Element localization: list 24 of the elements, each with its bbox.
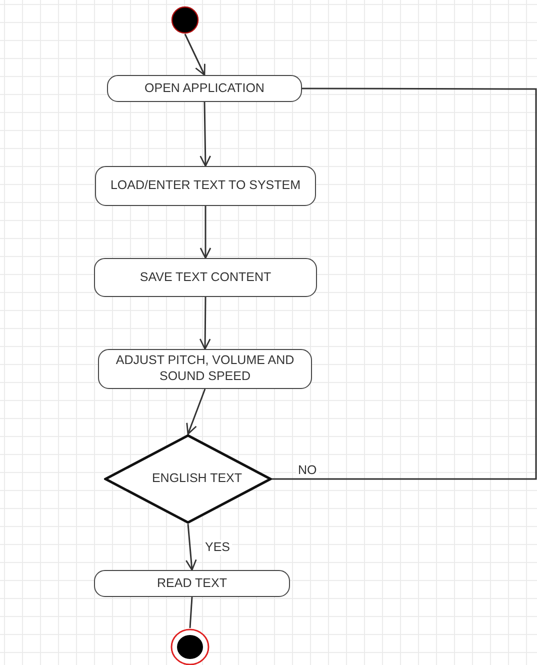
edge-label: YES	[203, 540, 232, 555]
arrow	[200, 102, 212, 167]
end-node	[170, 628, 210, 665]
activity-text: SAVE TEXT CONTENT	[140, 270, 272, 286]
arrow	[184, 34, 206, 76]
edge-label: NO	[296, 463, 319, 478]
arrow	[185, 524, 197, 571]
activity-box	[98, 349, 312, 389]
activity-box	[94, 258, 317, 297]
arrow	[186, 388, 206, 435]
arrow	[199, 297, 211, 350]
decision-diamond	[104, 434, 272, 524]
decision-text: ENGLISH TEXT	[152, 471, 242, 487]
activity-text: READ TEXT	[157, 576, 227, 592]
activity-text: ADJUST PITCH, VOLUME AND SOUND SPEED	[114, 353, 296, 385]
arrow	[200, 206, 212, 259]
connector-line	[272, 88, 537, 480]
activity-box	[94, 570, 290, 597]
activity-text: OPEN APPLICATION	[144, 80, 264, 96]
connector-line	[189, 596, 193, 628]
activity-text: LOAD/ENTER TEXT TO SYSTEM	[110, 178, 301, 194]
activity-box	[95, 166, 316, 206]
activity-box	[107, 75, 302, 102]
start-node	[171, 6, 199, 34]
